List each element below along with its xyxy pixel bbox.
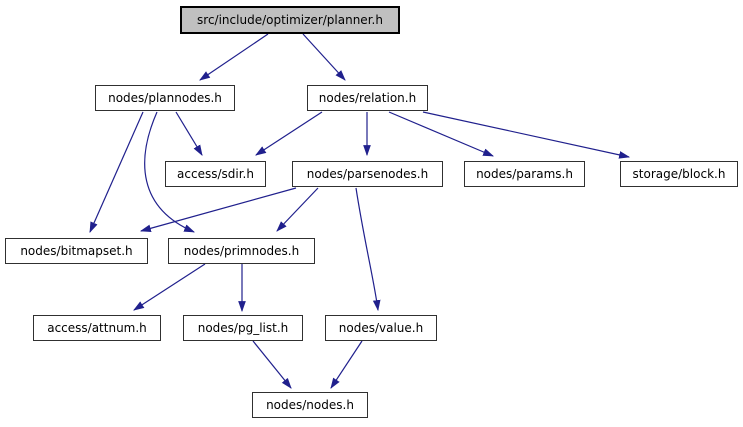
edge-primnodes-attnum	[133, 263, 206, 311]
node-nodes-pg-list-h[interactable]: nodes/pg_list.h	[183, 315, 303, 341]
edge-parsenodes-primnodes	[276, 187, 319, 232]
edge-plannodes-primnodes	[144, 111, 196, 233]
node-access-sdir-h[interactable]: access/sdir.h	[165, 161, 266, 187]
edge-relation-block	[422, 111, 631, 159]
node-nodes-value-h[interactable]: nodes/value.h	[325, 315, 437, 341]
edge-relation-params	[388, 111, 495, 157]
node-storage-block-h[interactable]: storage/block.h	[620, 161, 738, 187]
edge-plannodes-bitmapset	[89, 111, 144, 234]
node-nodes-parsenodes-h[interactable]: nodes/parsenodes.h	[292, 161, 443, 187]
node-access-attnum-h[interactable]: access/attnum.h	[33, 315, 161, 341]
node-nodes-plannodes-h[interactable]: nodes/plannodes.h	[95, 85, 235, 111]
node-src-include-optimizer-planner-h[interactable]: src/include/optimizer/planner.h	[180, 6, 400, 34]
node-nodes-params-h[interactable]: nodes/params.h	[464, 161, 585, 187]
edge-planner-relation	[302, 33, 346, 81]
edge-pglist-nodes	[252, 340, 292, 389]
node-nodes-primnodes-h[interactable]: nodes/primnodes.h	[168, 238, 315, 264]
edge-parsenodes-value	[355, 187, 381, 312]
edge-relation-sdir	[255, 111, 323, 156]
edge-parsenodes-bitmapset	[139, 187, 297, 233]
edge-planner-plannodes	[199, 33, 269, 81]
edge-plannodes-sdir	[175, 111, 203, 156]
edge-value-nodes	[330, 340, 363, 389]
node-nodes-relation-h[interactable]: nodes/relation.h	[307, 85, 428, 111]
node-nodes-nodes-h[interactable]: nodes/nodes.h	[252, 392, 368, 418]
node-nodes-bitmapset-h[interactable]: nodes/bitmapset.h	[5, 238, 148, 264]
